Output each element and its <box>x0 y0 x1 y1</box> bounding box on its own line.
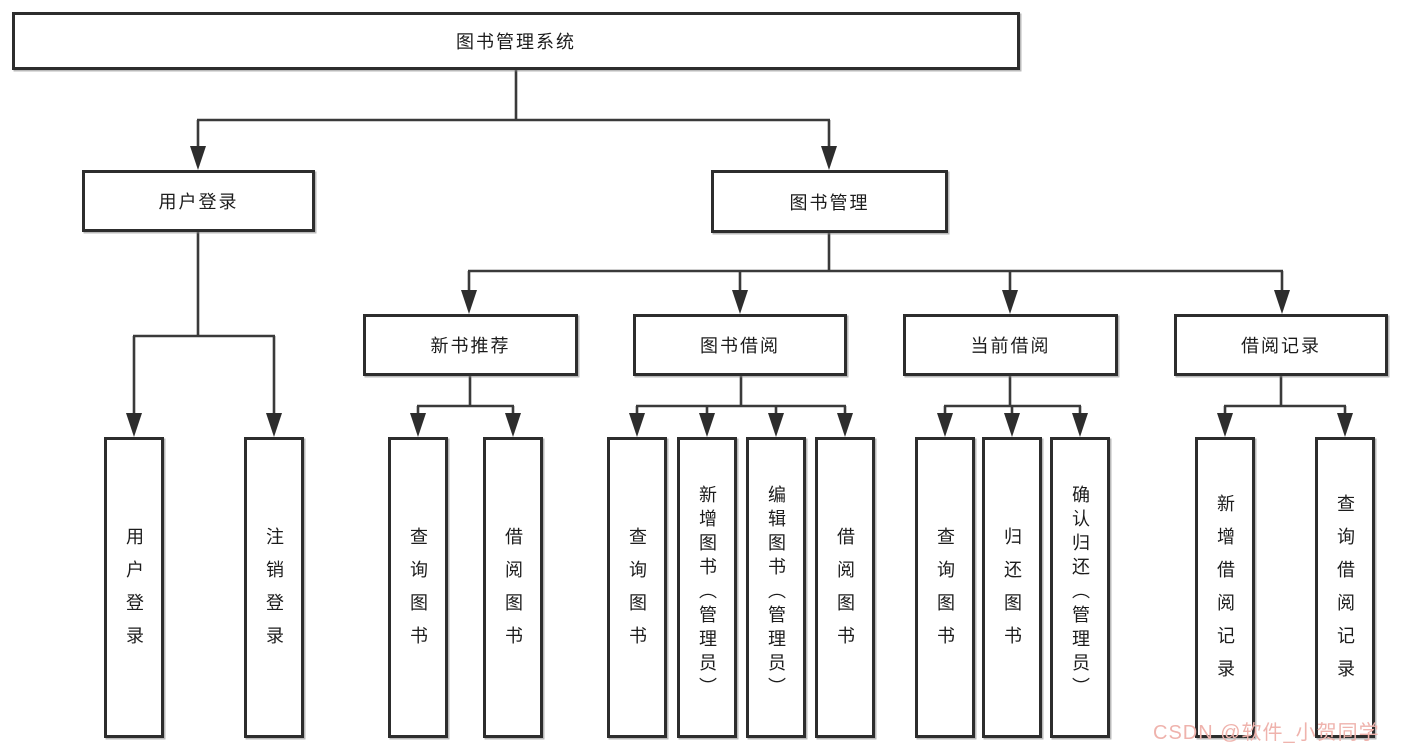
node-user-login: 用户登录 <box>82 170 315 232</box>
leaf-query-books: 查询图书 <box>915 437 975 738</box>
leaf-query-books: 查询图书 <box>607 437 667 738</box>
leaf-add-borrow-record: 新增借阅记录 <box>1195 437 1255 738</box>
watermark: CSDN @软件_小贺同学 <box>1153 722 1380 744</box>
leaf-borrow-books: 借阅图书 <box>483 437 543 738</box>
leaf-borrow-books: 借阅图书 <box>815 437 875 738</box>
leaf-add-books-admin: 新增图书（管理员） <box>677 437 737 738</box>
node-new-book-recommend: 新书推荐 <box>363 314 578 376</box>
leaf-return-books: 归还图书 <box>982 437 1042 738</box>
leaf-query-borrow-record: 查询借阅记录 <box>1315 437 1375 738</box>
node-current-borrowing: 当前借阅 <box>903 314 1118 376</box>
leaf-query-books: 查询图书 <box>388 437 448 738</box>
leaf-logout: 注销登录 <box>244 437 304 738</box>
leaf-confirm-return-admin: 确认归还（管理员） <box>1050 437 1110 738</box>
arrowhead-icons <box>126 146 1353 437</box>
leaf-user-login: 用户登录 <box>104 437 164 738</box>
node-library-management-system: 图书管理系统 <box>12 12 1020 70</box>
node-book-management: 图书管理 <box>711 170 948 233</box>
node-book-borrowing: 图书借阅 <box>633 314 847 376</box>
node-borrowing-records: 借阅记录 <box>1174 314 1388 376</box>
leaf-edit-books-admin: 编辑图书（管理员） <box>746 437 806 738</box>
